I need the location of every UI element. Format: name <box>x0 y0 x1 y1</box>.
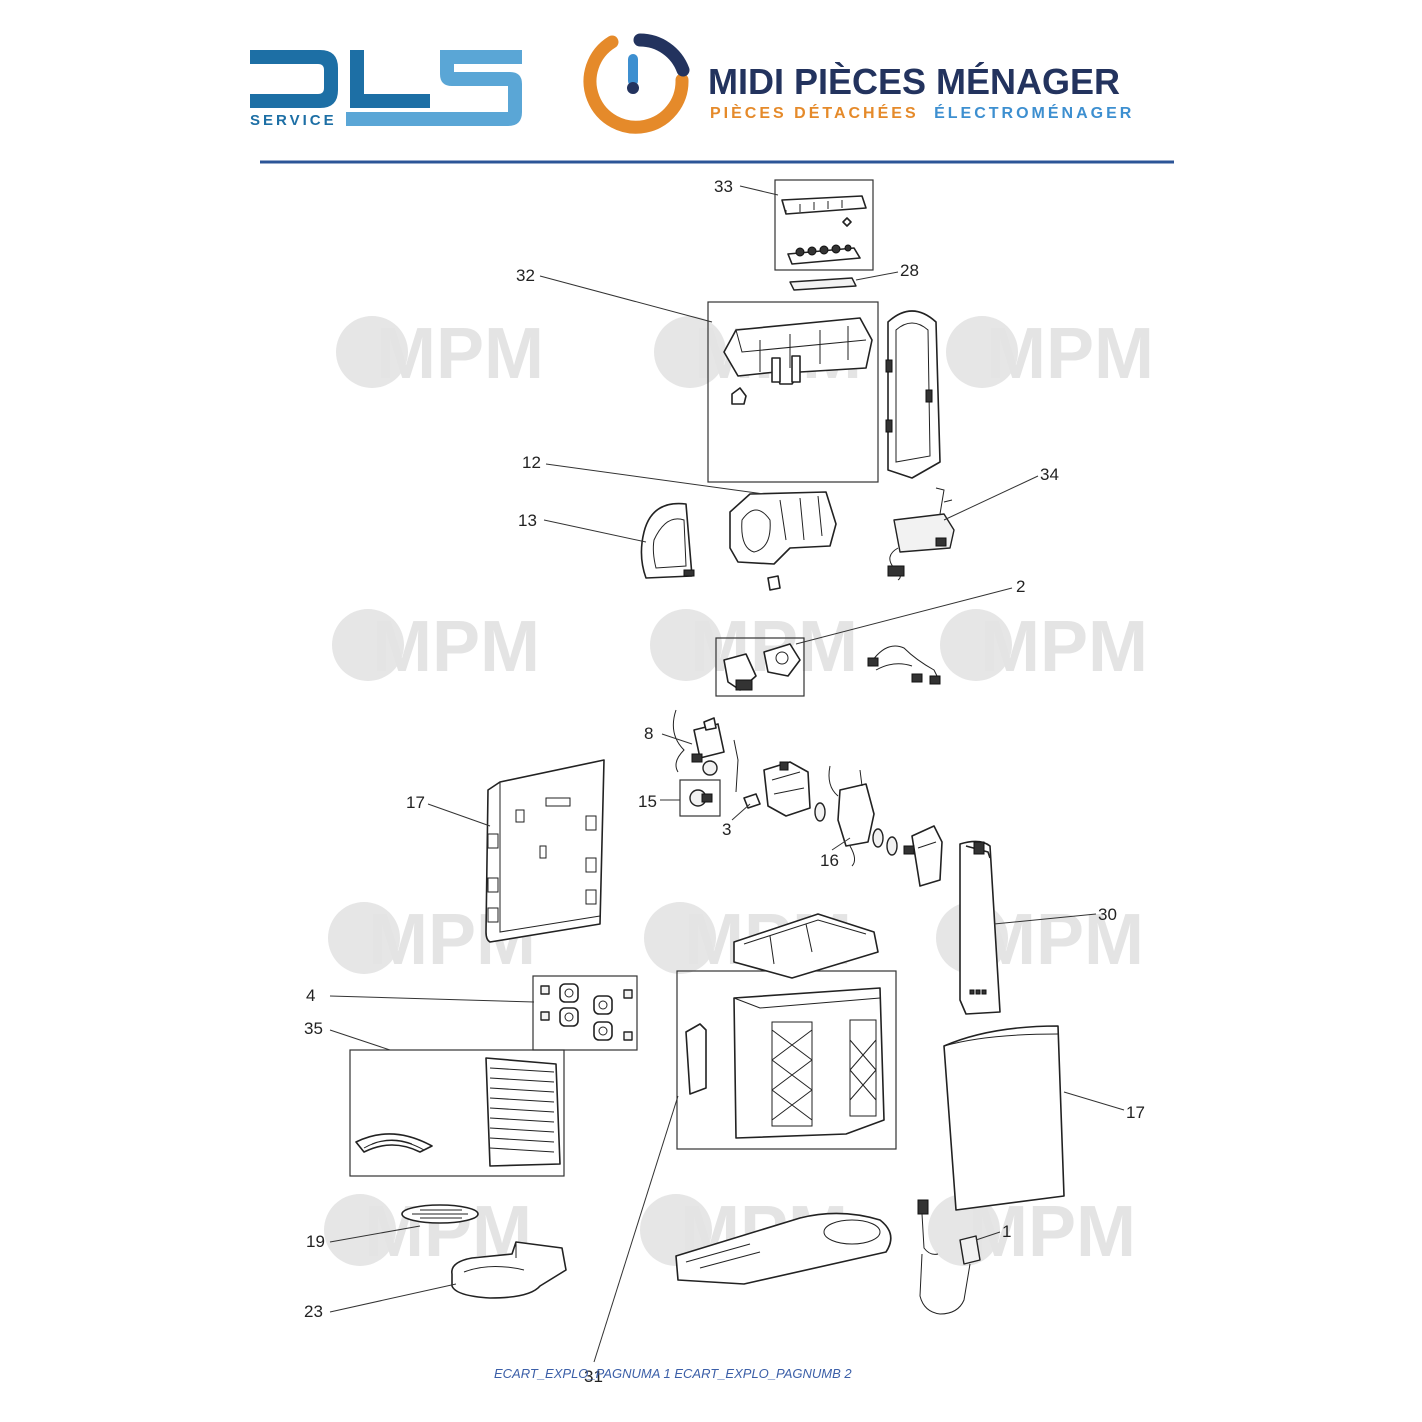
dispenser-nozzle <box>903 825 943 887</box>
svg-text:MPM: MPM <box>976 900 1144 980</box>
callout-28: 28 <box>900 261 919 280</box>
part-15-fitting <box>689 789 713 807</box>
callout-2: 2 <box>1016 577 1025 596</box>
callout-15: 15 <box>638 792 657 811</box>
part-1-power-cord <box>917 1199 981 1315</box>
svg-text:MPM: MPM <box>372 607 540 687</box>
callout-17-left: 17 <box>406 793 425 812</box>
mpm-logo: MIDI PIÈCES MÉNAGER PIÈCES DÉTACHÉES ÉLE… <box>583 33 1134 134</box>
part-17-front-cover <box>943 1025 1065 1211</box>
valve-block <box>763 761 811 817</box>
machine-base <box>675 1212 892 1285</box>
part-31-water-tank <box>685 987 885 1139</box>
part-28-board <box>789 277 857 291</box>
callout-16: 16 <box>820 851 839 870</box>
callout-31: 31 <box>584 1367 603 1386</box>
watermark: MPM <box>946 314 1154 394</box>
part-15-frame <box>679 779 721 817</box>
part-32-frame <box>707 301 879 483</box>
power-icon <box>583 33 690 134</box>
callout-8: 8 <box>644 724 653 743</box>
wire-harness <box>867 645 941 685</box>
callout-35: 35 <box>304 1019 323 1038</box>
footer-page-reference: ECART_EXPLO_PAGNUMA 1 ECART_EXPLO_PAGNUM… <box>494 1366 852 1381</box>
svg-text:MPM: MPM <box>980 607 1148 687</box>
part-3-clip <box>733 739 761 809</box>
part-33-frame <box>774 179 874 271</box>
part-16-heater-assembly <box>814 765 898 867</box>
callout-12: 12 <box>522 453 541 472</box>
mpm-title: MIDI PIÈCES MÉNAGER <box>708 61 1120 102</box>
callout-1: 1 <box>1002 1222 1011 1241</box>
part-4-frame <box>532 975 638 1051</box>
part-23-drip-tray <box>451 1241 567 1299</box>
callout-23: 23 <box>304 1302 323 1321</box>
callout-30: 30 <box>1098 905 1117 924</box>
callout-17-right: 17 <box>1126 1103 1145 1122</box>
mpm-subtitle-part1: PIÈCES DÉTACHÉES <box>710 103 919 122</box>
callout-32: 32 <box>516 266 535 285</box>
watermark: MPM <box>336 314 544 394</box>
callout-33: 33 <box>714 177 733 196</box>
leader-lines <box>329 185 1125 1363</box>
part-8-pump <box>672 709 725 776</box>
dls-service-text: SERVICE <box>250 112 337 129</box>
part-32-top-housing <box>723 317 873 405</box>
part-2-solenoid <box>723 643 801 691</box>
callout-3: 3 <box>722 820 731 839</box>
svg-text:MPM: MPM <box>376 314 544 394</box>
part-35-frame <box>349 1049 565 1177</box>
part-2-frame <box>715 637 805 697</box>
svg-text:MPM: MPM <box>986 314 1154 394</box>
callout-4: 4 <box>306 986 315 1005</box>
part-34-sensor-assembly <box>887 487 955 581</box>
tray-base-upper <box>733 913 879 979</box>
callouts: 33 28 32 12 34 13 2 8 15 3 16 17 30 4 35… <box>304 177 1145 1386</box>
part-12-brew-housing <box>729 491 837 591</box>
part-13-knob-cover <box>640 502 695 579</box>
watermark: MPM <box>332 607 540 687</box>
callout-13: 13 <box>518 511 537 530</box>
part-19-cup-grid <box>401 1204 479 1224</box>
watermark: MPM <box>940 607 1148 687</box>
callout-34: 34 <box>1040 465 1059 484</box>
svg-text:MPM: MPM <box>690 607 858 687</box>
callout-19: 19 <box>306 1232 325 1251</box>
part-33-keypad <box>781 195 867 265</box>
side-frame-panel <box>885 310 941 479</box>
mpm-subtitle-part2: ÉLECTROMÉNAGER <box>934 103 1134 122</box>
part-17-back-panel <box>485 759 605 943</box>
mpm-subtitle: PIÈCES DÉTACHÉES ÉLECTROMÉNAGER <box>710 103 1134 122</box>
part-35-drip-grille <box>355 1057 561 1167</box>
part-30-side-panel <box>959 840 1001 1015</box>
part-4-feet-set <box>540 983 633 1041</box>
dls-service-logo: SERVICE <box>250 50 522 129</box>
